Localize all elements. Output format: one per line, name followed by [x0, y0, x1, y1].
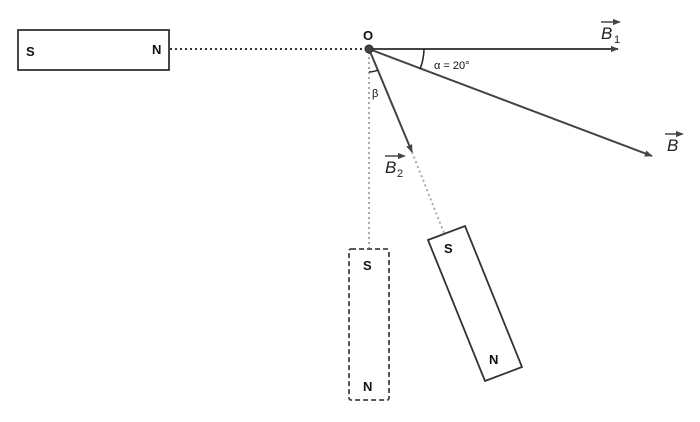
vector-b2-subscript: 2 — [397, 168, 403, 180]
vector-b1-subscript: 1 — [614, 34, 620, 46]
magnet-vertical-dashed: S N — [348, 248, 390, 401]
magnet-vertical-n-pole: N — [363, 379, 372, 394]
point-o — [364, 44, 374, 54]
angle-alpha-arc — [419, 48, 425, 70]
vector-b-label: B — [665, 130, 684, 155]
angle-alpha-label: α = 20° — [434, 60, 470, 72]
magnet-vertical-s-pole: S — [363, 258, 372, 273]
vector-b2-arrow — [368, 48, 413, 153]
dotted-line-tilted — [411, 151, 445, 234]
magnet-horizontal: S N — [17, 29, 170, 71]
vector-b1-label: B 1 — [601, 18, 621, 46]
magnet-horizontal-s-pole: S — [26, 44, 35, 59]
vector-b-letter: B — [667, 136, 678, 155]
magnet-tilted-s-pole: S — [444, 241, 453, 256]
vector-b2-label: B 2 — [385, 152, 406, 180]
point-o-label: O — [363, 28, 373, 43]
vector-b2-letter: B — [385, 158, 396, 177]
magnet-tilted-n-pole: N — [489, 352, 498, 367]
magnet-horizontal-n-pole: N — [152, 42, 161, 57]
magnet-tilted: S N — [426, 224, 524, 383]
angle-beta-label: β — [372, 88, 378, 100]
vector-b-arrow — [368, 48, 653, 157]
angle-beta-arc — [368, 69, 379, 73]
vector-b1-letter: B — [601, 24, 612, 43]
